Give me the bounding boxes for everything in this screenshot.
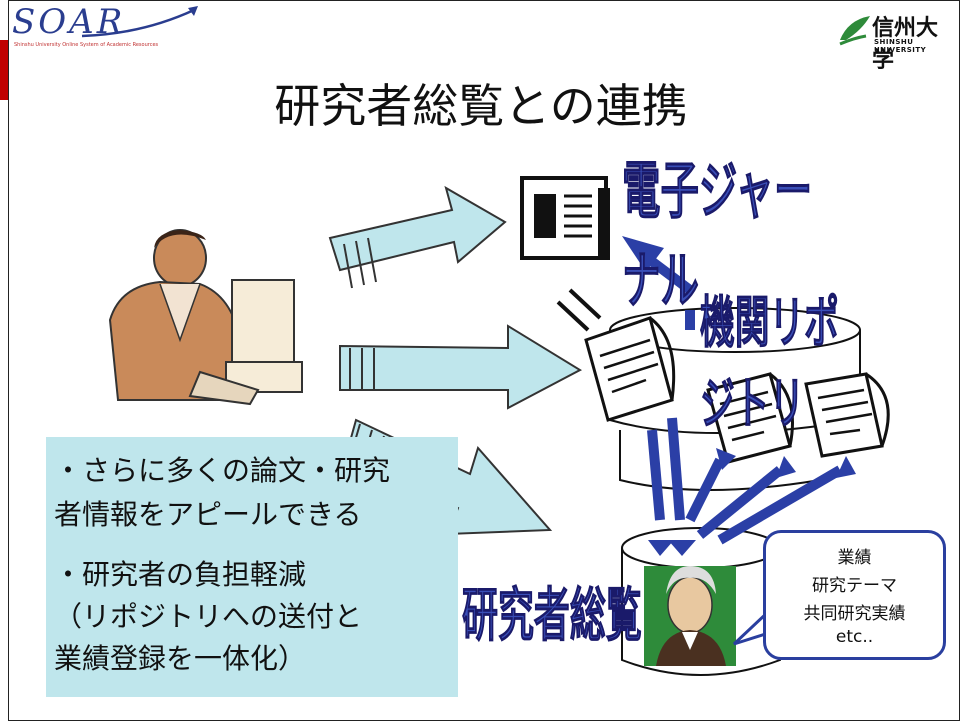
university-name-en: SHINSHU UNIVERSITY: [874, 38, 927, 54]
arrow-to-ejournal: [328, 185, 507, 289]
ejournal-book-icon: [520, 176, 610, 260]
arrowheads: [622, 236, 856, 556]
document-icon: [804, 372, 890, 458]
info-line-1: ・さらに多くの論文・研究: [54, 454, 391, 487]
university-leaf-icon: [839, 16, 870, 46]
info-line-5: 業績登録を一体化）: [54, 642, 307, 675]
dark-blue-arrows: [647, 256, 843, 545]
researcher-db-label: 研究者総覧: [462, 581, 642, 650]
callout-line-4: etc..: [835, 627, 874, 647]
researcher-computer-icon: [108, 229, 303, 406]
document-icon: [706, 372, 794, 464]
benefits-infobox: ・さらに多くの論文・研究 者情報をアピールできる ・研究者の負担軽減 （リポジト…: [46, 437, 458, 697]
slide-frame: [8, 0, 960, 721]
document-icon: [584, 316, 676, 422]
callout-line-1: 業績: [837, 548, 872, 568]
left-accent-bar: [0, 40, 8, 100]
info-line-2: 者情報をアピールできる: [54, 498, 362, 531]
ejournal-label: 電子ジャーナル: [622, 154, 813, 318]
connector-lines: [556, 288, 602, 332]
university-name: 信州大学: [872, 16, 939, 73]
repository-label: 機関リポジトリ: [700, 291, 840, 438]
researcher-portrait-icon: [644, 566, 736, 666]
slide-title: 研究者総覧との連携: [274, 79, 688, 133]
info-line-4: （リポジトリへの送付と: [54, 600, 363, 633]
university-logo: 信州大学 SHINSHU UNIVERSITY: [836, 10, 956, 73]
soar-logo: SOAR Shinshu University Online System of…: [12, 2, 202, 50]
logo-swoosh-icon: [81, 6, 198, 38]
callout-line-3: 共同研究実績: [803, 604, 906, 624]
info-line-3: ・研究者の負担軽減: [54, 558, 307, 591]
callout-line-2: 研究テーマ: [812, 576, 897, 596]
soar-logo-subtitle: Shinshu University Online System of Acad…: [14, 42, 159, 48]
arrow-to-repository: [339, 324, 583, 410]
achievements-callout: 業績 研究テーマ 共同研究実績 etc..: [763, 530, 946, 660]
